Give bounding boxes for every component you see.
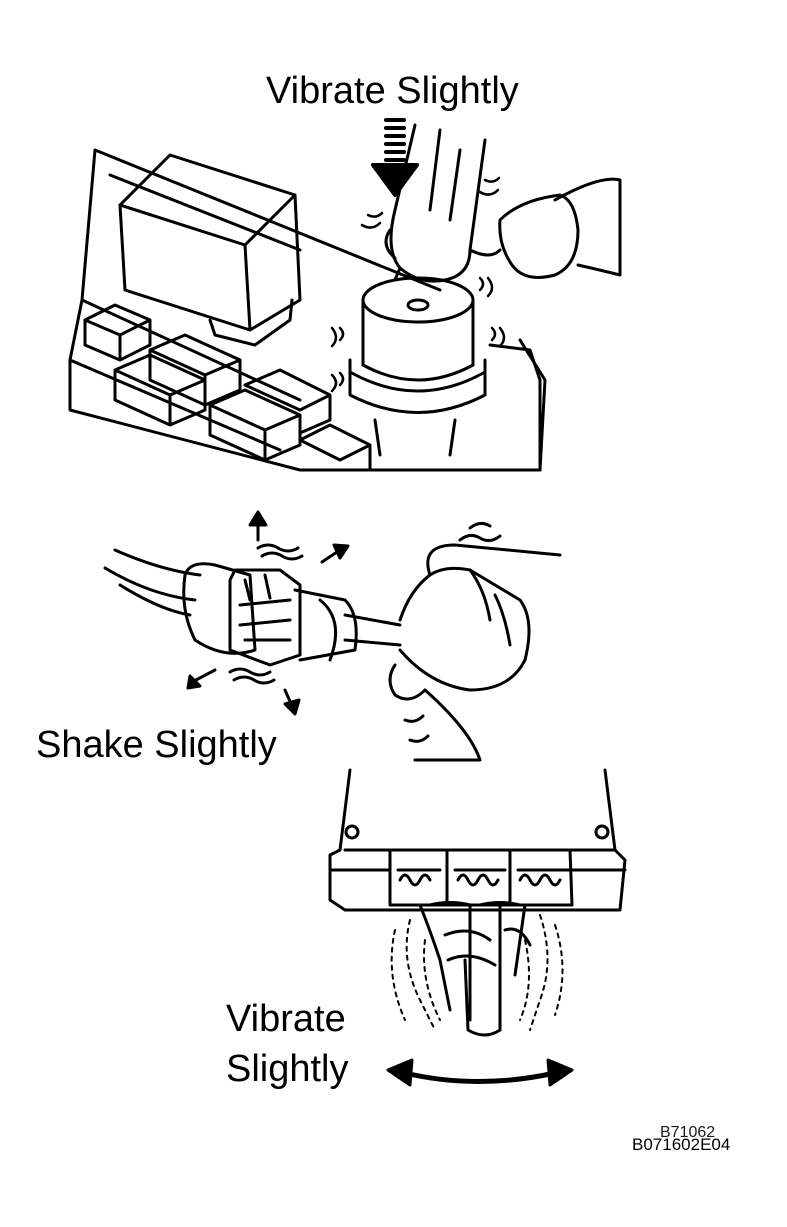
double-headed-arrow-icon	[386, 1058, 574, 1087]
figure-code-overprinted: B71062	[660, 1124, 716, 1141]
vibration-marks-top	[330, 176, 506, 393]
harness-connector	[182, 562, 402, 667]
square-relay-base	[208, 298, 294, 347]
shake-arrows-icon	[186, 510, 350, 716]
hand-pressing	[384, 123, 622, 283]
ecu-housing-inner	[330, 848, 627, 872]
wire-bundle	[418, 901, 532, 1037]
label-vibrate-slightly-top: Vibrate Slightly	[266, 70, 519, 112]
harness-wire-left	[103, 548, 202, 617]
relay-block-scene	[68, 118, 622, 472]
junction-block-edge	[68, 173, 302, 452]
ecu-scene	[328, 768, 627, 1087]
round-relay	[348, 276, 542, 472]
figure-code: B071602E04	[632, 1135, 731, 1154]
label-vibrate-bottom: Vibrate	[226, 998, 346, 1040]
down-arrow-icon	[371, 118, 419, 197]
fuse-slots	[83, 303, 372, 472]
ecu-housing	[328, 768, 627, 912]
motion-outlines	[390, 914, 564, 1031]
label-shake-slightly: Shake Slightly	[36, 724, 277, 766]
hand-gripping	[388, 521, 562, 762]
ecu-connector	[388, 848, 574, 907]
label-slightly-bottom: Slightly	[226, 1048, 349, 1090]
square-relay	[118, 153, 302, 332]
connector-scene	[103, 510, 562, 762]
